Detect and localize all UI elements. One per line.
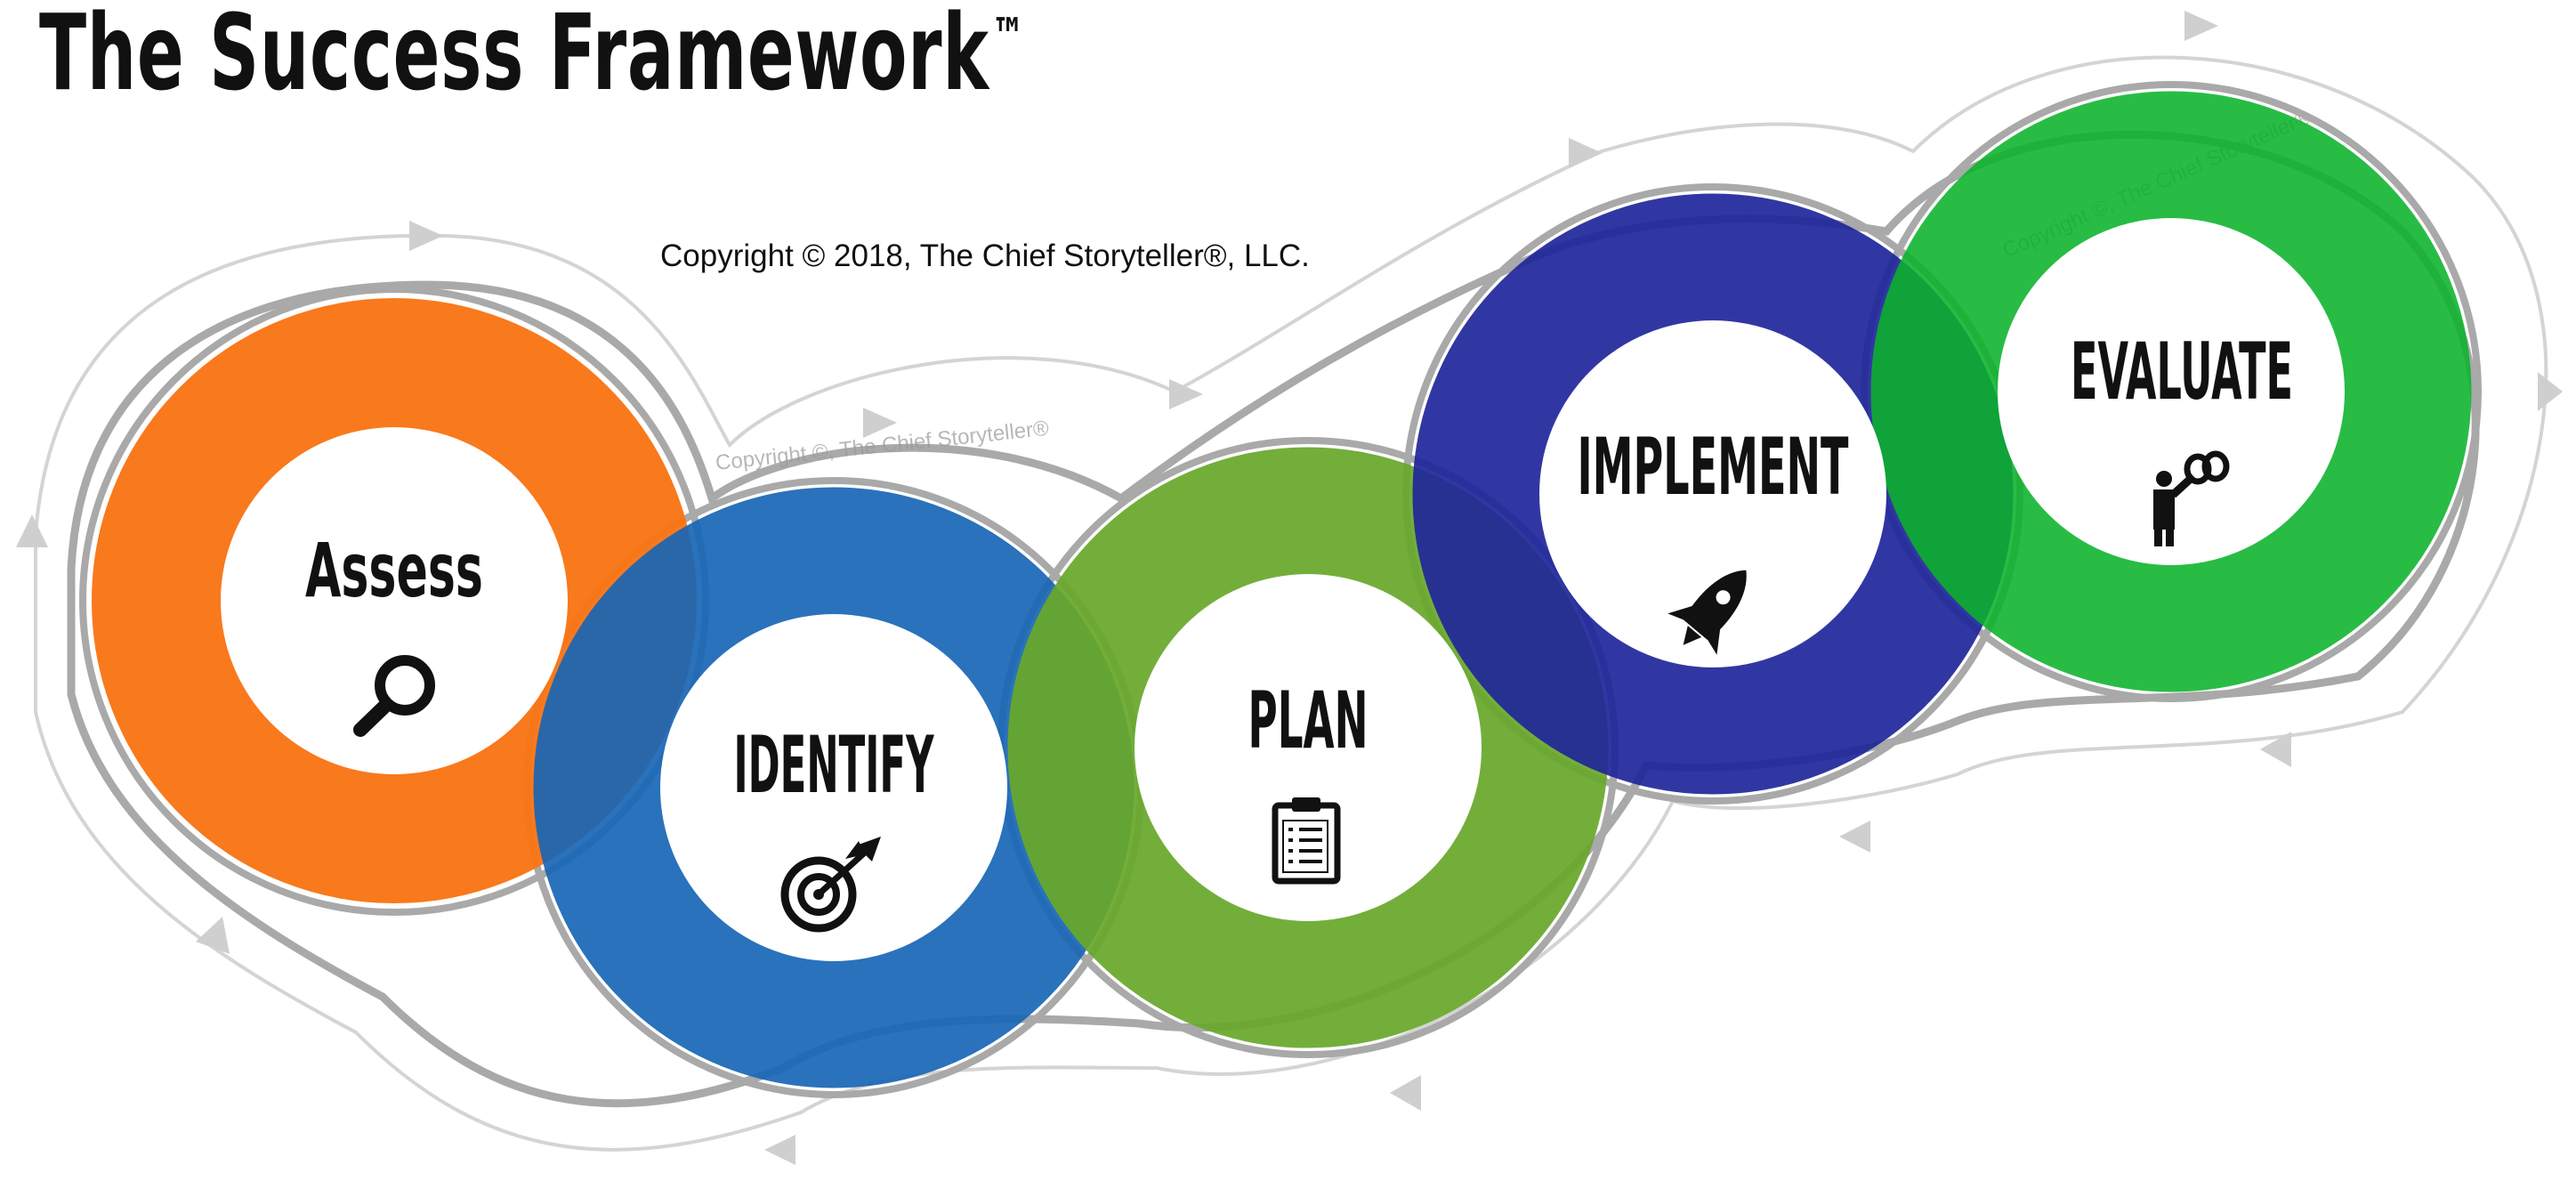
evaluate-center [1998,218,2345,565]
copyright-notice: Copyright © 2018, The Chief Storyteller®… [660,239,1310,273]
magnifier-icon [353,655,435,737]
identify-center [660,614,1007,961]
cycle-arrowhead [1569,138,1603,168]
stage-label-evaluate: EVALUATE [2071,326,2293,417]
title-text: The Success Framework [39,0,989,114]
cycle-arrowhead [764,1135,795,1165]
stage-label-assess: Assess [305,527,483,614]
page-title: The Success Framework™ [39,0,1025,114]
cycle-arrowhead [1390,1075,1421,1111]
cycle-arrowhead [2184,11,2218,41]
assess-center [221,427,568,774]
cycle-arrowhead [1169,379,1203,409]
evaluate-ring [1870,91,2472,692]
cycle-arrowhead [2538,372,2563,411]
stage-label-identify: IDENTIFY [734,719,935,811]
cycle-arrowhead [409,221,443,251]
plan-center [1135,574,1482,921]
cycle-arrowhead [863,408,897,438]
binoculars-icon [2153,450,2230,546]
implement-center [1539,320,1886,667]
clipboard-icon [1272,797,1341,885]
cycle-arrowhead [2260,732,2291,767]
trademark-mark: ™ [991,7,1025,66]
rocket-icon [1668,570,1747,655]
cycle-arrowhead [1839,821,1870,853]
cycle-arrowhead [196,917,230,954]
stage-label-plan: PLAN [1248,675,1369,766]
plan-ring [1007,447,1609,1048]
stage-label-implement: IMPLEMENT [1578,421,1849,513]
target-icon [780,837,881,933]
cycle-arrowhead [16,514,48,547]
